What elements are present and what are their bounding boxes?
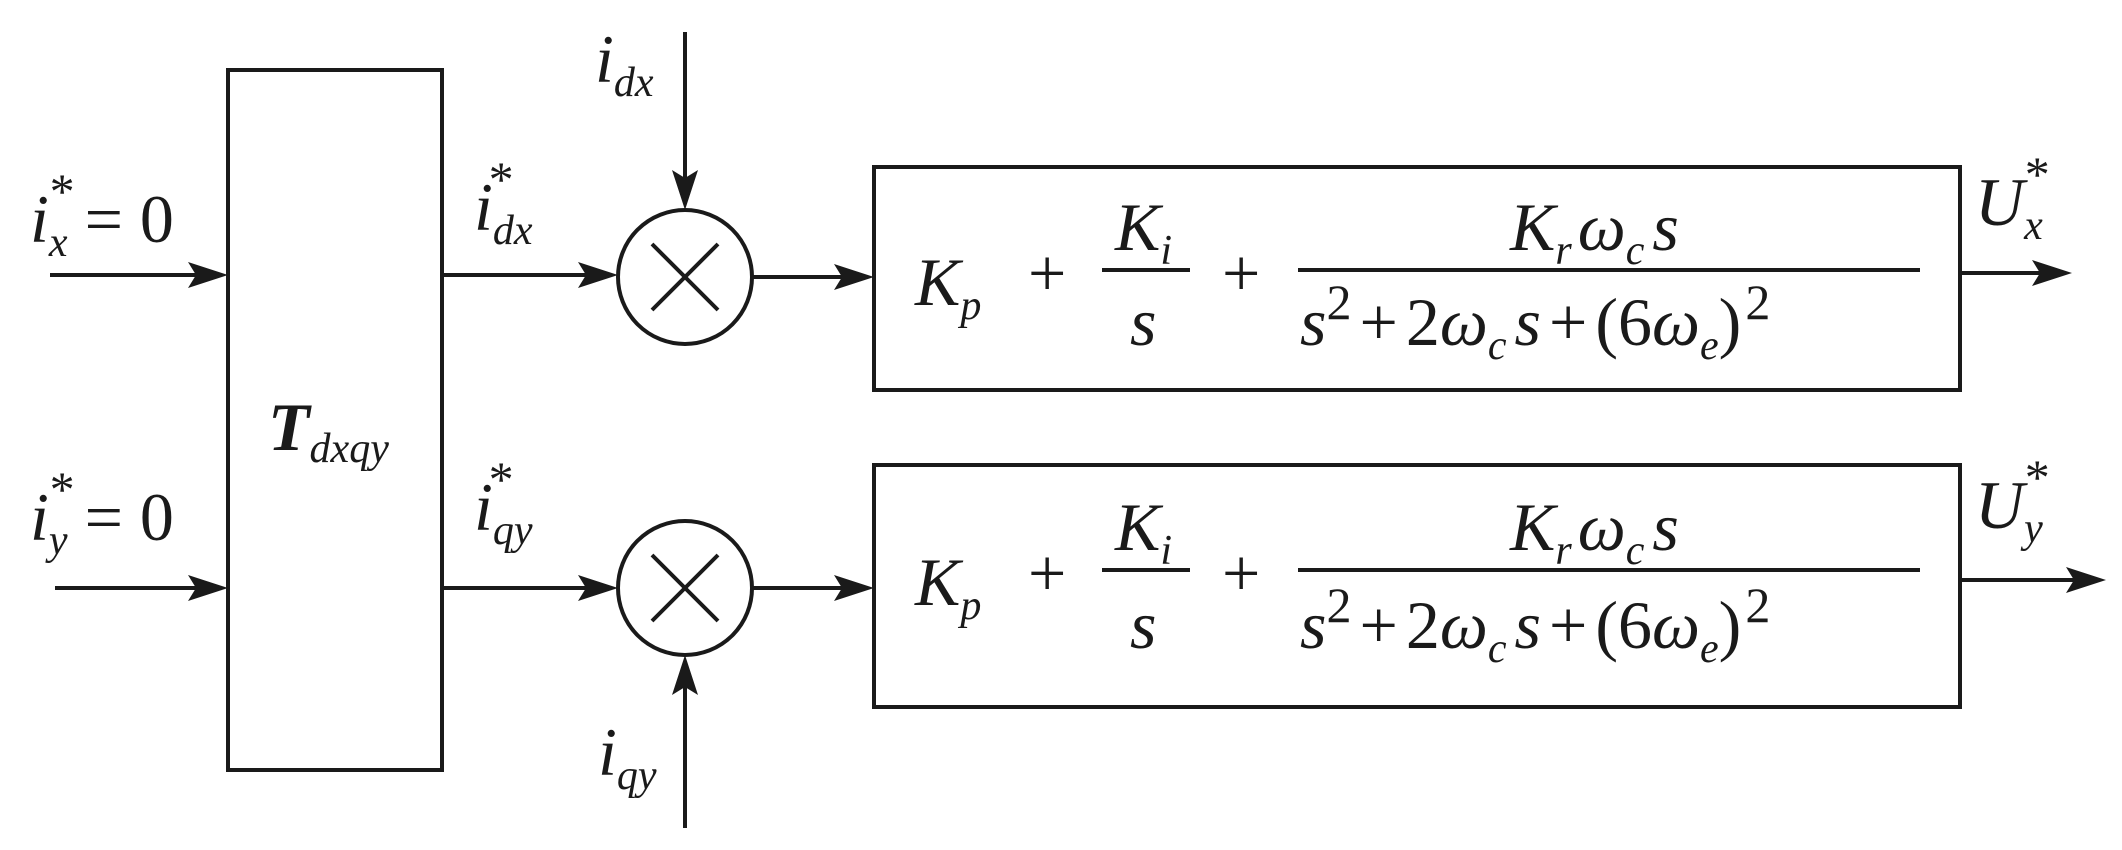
svg-text:Ki: Ki (1114, 489, 1172, 574)
svg-text:+: + (1028, 535, 1066, 611)
svg-text:Kp: Kp (914, 544, 981, 629)
arrow-transform-to-junction-bottom (442, 575, 618, 601)
svg-text:Ki: Ki (1114, 189, 1172, 274)
svg-text:Kp: Kp (914, 244, 981, 329)
label-idx-feedback: idx (595, 21, 654, 106)
arrow-junction-to-controller-top (752, 264, 874, 290)
svg-text:+: + (1222, 535, 1260, 611)
input-label-iy-ref: iy*= 0 (30, 461, 174, 564)
transform-label: Tdxqy (268, 389, 389, 472)
output-label-ux: Ux* (1975, 146, 2050, 249)
svg-text:+: + (1028, 235, 1066, 311)
arrow-output-uy (1960, 567, 2106, 593)
transform-block (226, 68, 444, 772)
arrow-idx-feedback (672, 32, 698, 210)
arrow-output-ux (1960, 260, 2072, 286)
arrow-iy-ref-to-transform (55, 575, 228, 601)
pi-resonant-controller-bottom (872, 463, 1962, 709)
summing-junction-bottom (616, 519, 754, 657)
summing-junction-top (616, 208, 754, 346)
svg-text:s: s (1130, 284, 1156, 360)
svg-text:s: s (1130, 587, 1156, 663)
arrow-iqy-feedback (672, 655, 698, 828)
label-iqy-ref: iqy* (474, 451, 533, 554)
input-label-ix-ref: ix*= 0 (30, 163, 174, 266)
arrow-ix-ref-to-transform (50, 262, 228, 288)
arrow-junction-to-controller-bottom (752, 575, 874, 601)
svg-text:+: + (1222, 235, 1260, 311)
pi-resonant-controller-top (872, 165, 1962, 392)
label-iqy-feedback: iqy (598, 714, 657, 799)
arrow-transform-to-junction-top (442, 262, 618, 288)
label-idx-ref: idx* (474, 151, 533, 254)
output-label-uy: Uy* (1975, 449, 2050, 552)
